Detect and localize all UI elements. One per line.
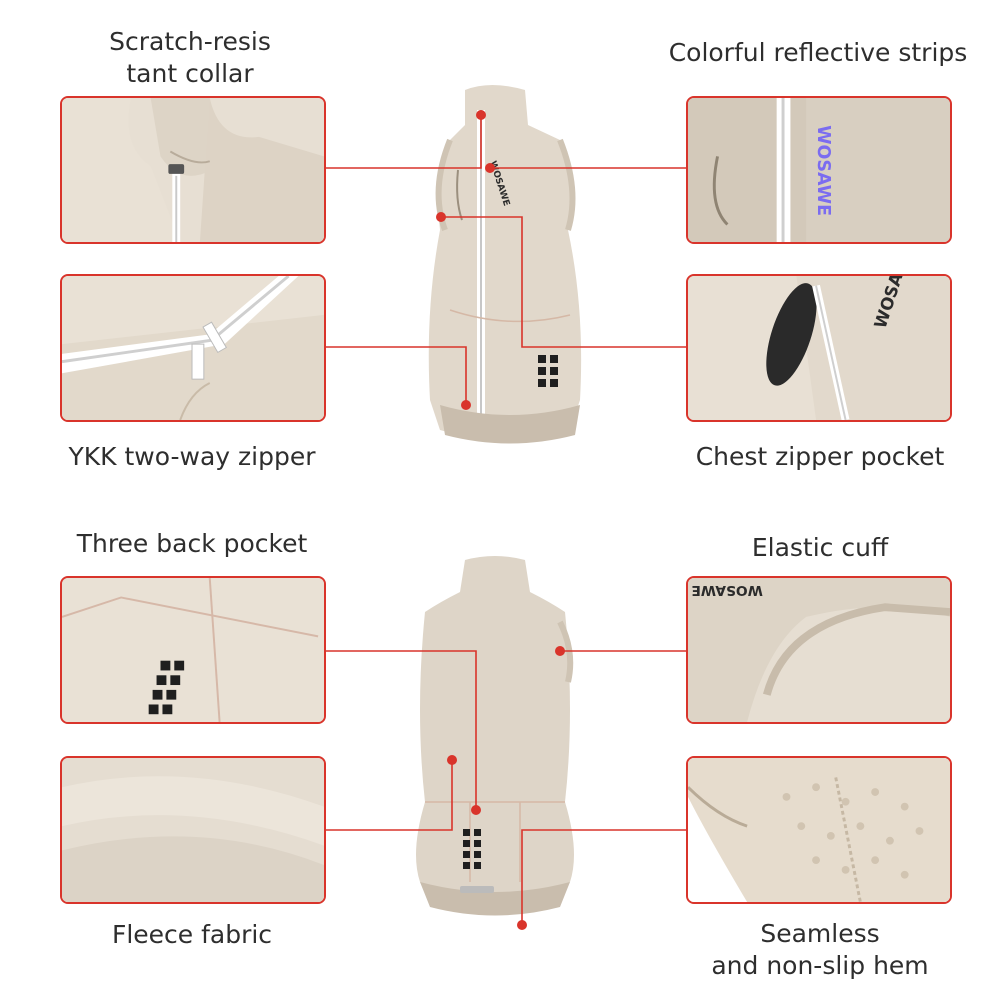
back-pocket-label: Three back pocket: [76, 529, 308, 558]
collar-detail-image: [60, 96, 326, 244]
collar-label: Scratch-resis tant collar: [109, 27, 271, 88]
brand-reflective-text: WOSAWE: [813, 125, 833, 216]
reflective-strips-label: Colorful reflective strips: [668, 38, 968, 67]
hem-label: Seamless and non-slip hem: [711, 919, 929, 980]
zipper-detail-image: [60, 274, 326, 422]
brand-cuff-text: WOSAWE: [691, 582, 762, 598]
elastic-cuff-label: Elastic cuff: [751, 533, 889, 562]
fleece-detail-image: [60, 756, 326, 904]
vest-back-image: [400, 552, 590, 924]
hem-detail-image: [686, 756, 952, 904]
chest-pocket-detail-image: WOSAWE: [686, 274, 952, 422]
vest-front-image: WOSAWE: [410, 80, 610, 450]
fleece-fabric-label: Fleece fabric: [111, 920, 273, 949]
elastic-cuff-detail-image: WOSAWE: [686, 576, 952, 724]
zipper-label: YKK two-way zipper: [68, 442, 316, 471]
back-pocket-detail-image: [60, 576, 326, 724]
chest-pocket-label: Chest zipper pocket: [695, 442, 945, 471]
reflective-strips-detail-image: WOSAWE: [686, 96, 952, 244]
